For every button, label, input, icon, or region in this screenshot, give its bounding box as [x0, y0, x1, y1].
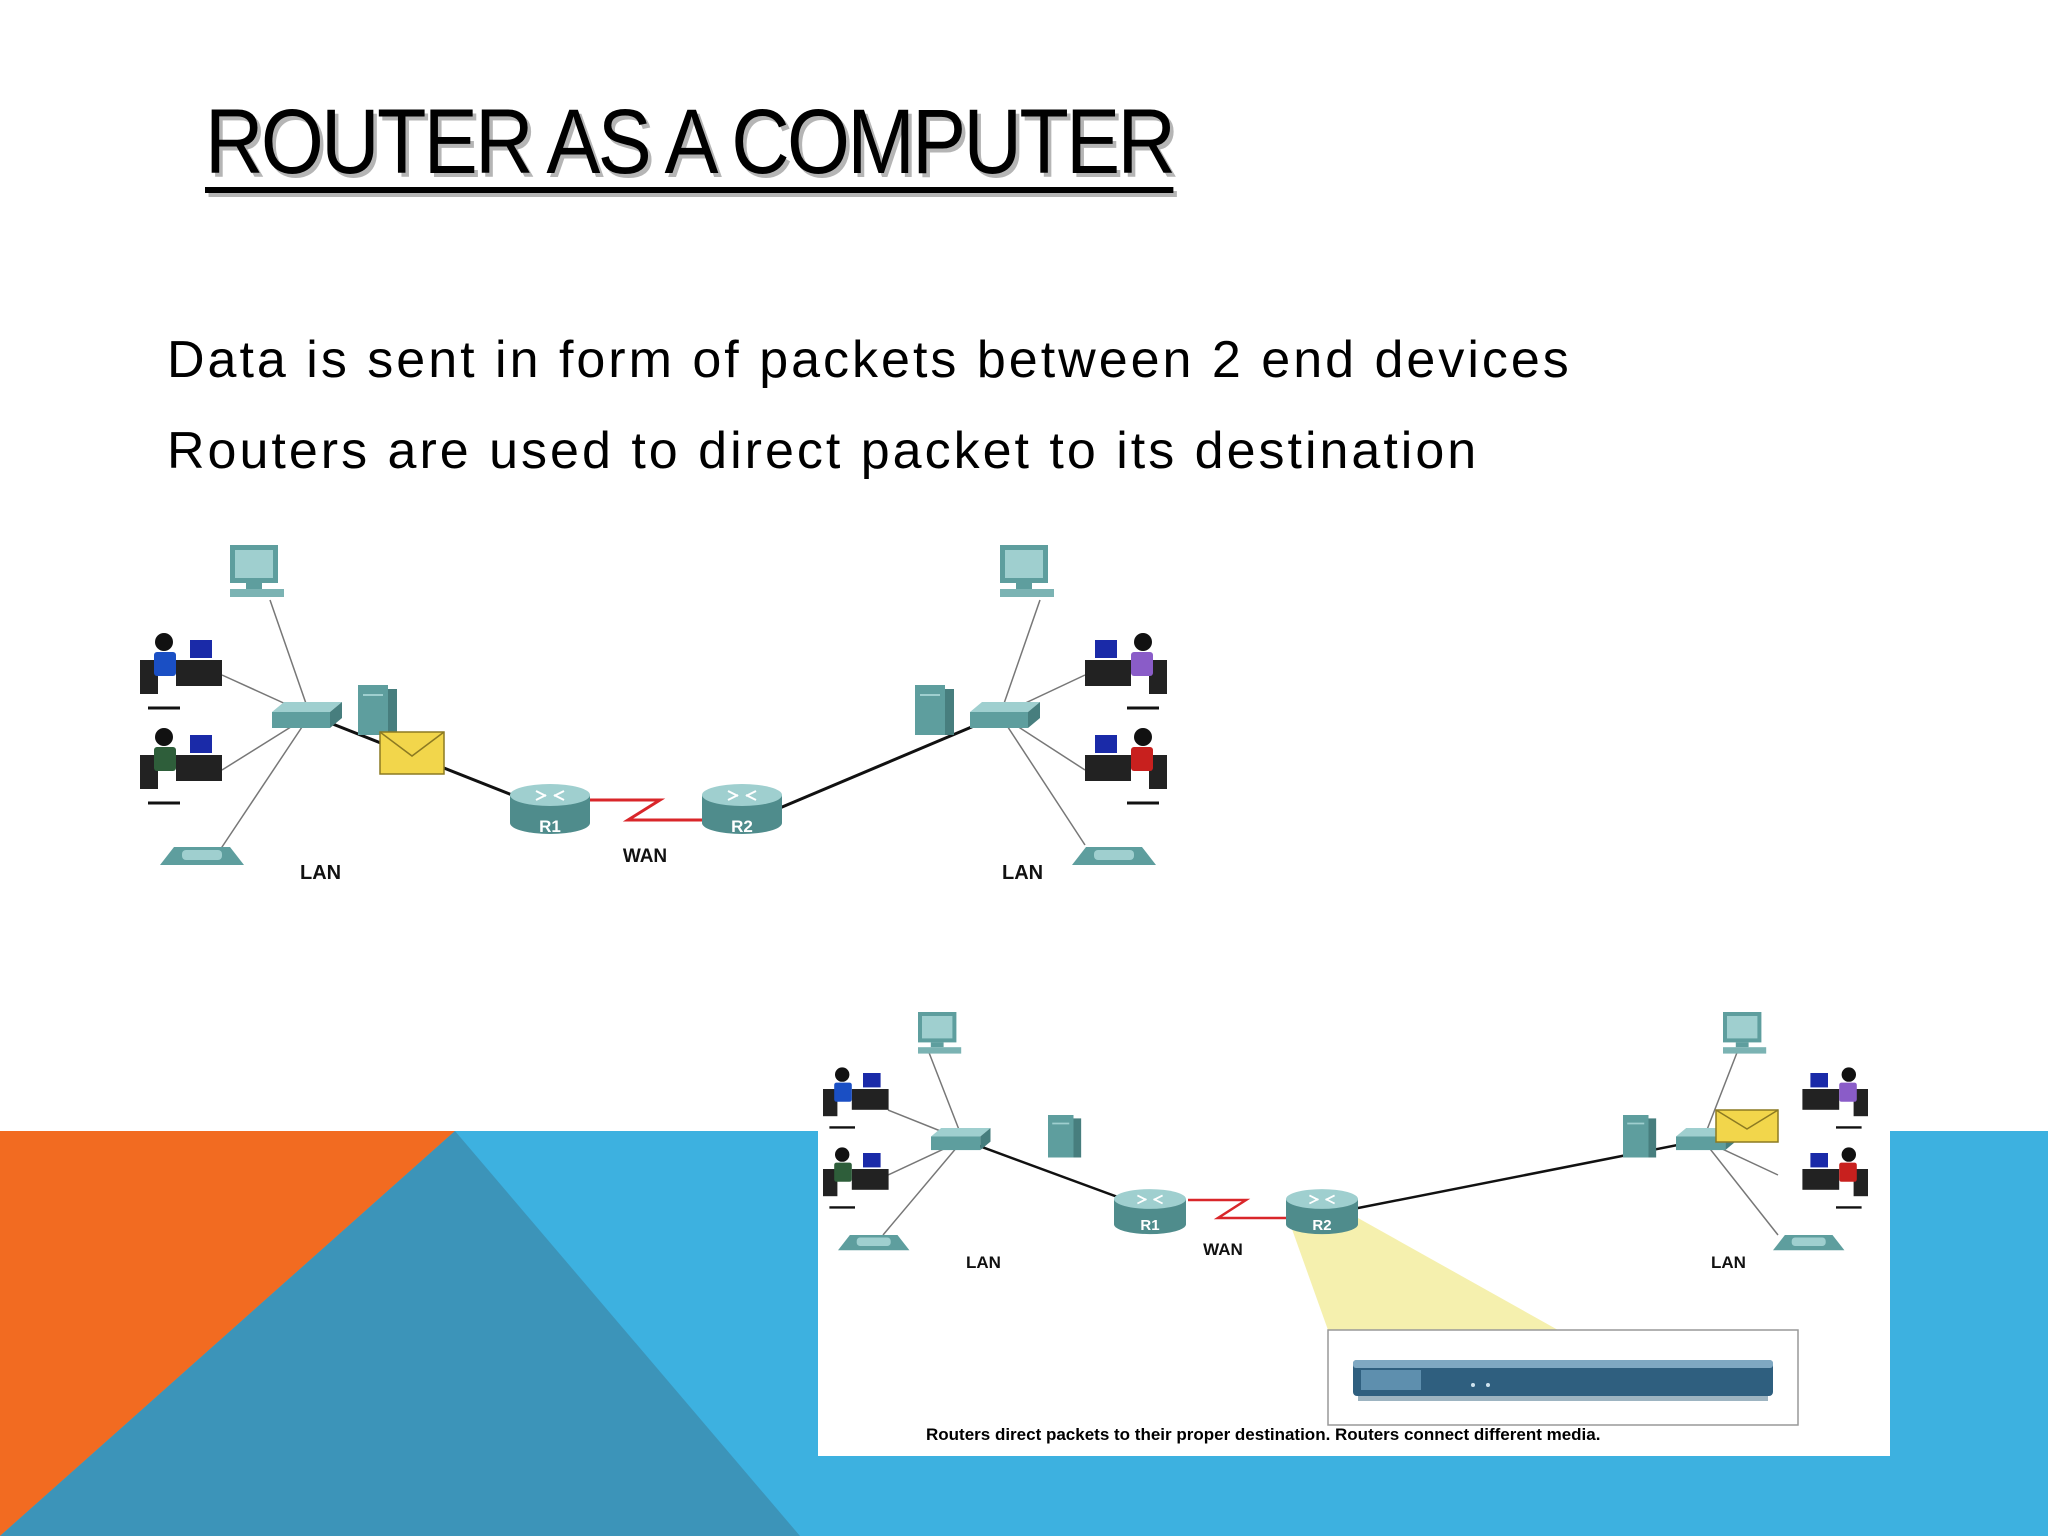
right-lan-label: LAN — [1711, 1253, 1746, 1272]
router-r1-label: R1 — [539, 817, 561, 836]
server-icon — [1048, 1115, 1082, 1158]
wan-link — [1188, 1198, 1286, 1220]
user-workstation-icon — [1085, 633, 1167, 710]
lan-link-right — [774, 713, 1001, 812]
switch-icon — [272, 702, 342, 728]
bottom-left-dark-blue-triangle — [0, 1131, 800, 1536]
network-diagram-bottom: R1 R2 WAN — [818, 1000, 1890, 1456]
ip-phone-icon — [838, 1235, 910, 1251]
monitor-icon — [230, 545, 284, 597]
user-workstation-icon — [140, 633, 222, 710]
user-workstation-icon — [1802, 1067, 1868, 1129]
wan-link — [590, 798, 710, 822]
packet-envelope-icon — [379, 731, 445, 775]
user-workstation-icon — [140, 728, 222, 805]
router-caption: Routers direct packets to their proper d… — [926, 1425, 1600, 1444]
router-hardware-photo — [1327, 1329, 1799, 1426]
network-diagram-top: R1 R2 WAN — [130, 530, 1210, 900]
monitor-icon — [1000, 545, 1054, 597]
router-r2-icon — [1286, 1189, 1358, 1235]
bullet-routers: Routers are used to direct packet to its… — [167, 422, 1480, 480]
router-r1-icon — [510, 784, 590, 834]
switch-icon — [970, 702, 1040, 728]
monitor-icon — [918, 1012, 962, 1054]
router-r1-icon — [1114, 1189, 1186, 1235]
server-icon — [1623, 1115, 1657, 1158]
ip-phone-icon — [1072, 847, 1156, 865]
user-workstation-icon — [1802, 1147, 1868, 1209]
router-r1-label: R1 — [1140, 1217, 1159, 1234]
bullet-packets: Data is sent in form of packets between … — [167, 331, 1572, 389]
packet-envelope-icon — [1715, 1109, 1779, 1143]
user-workstation-icon — [823, 1147, 889, 1209]
server-icon — [915, 685, 954, 735]
wan-label: WAN — [1203, 1240, 1243, 1259]
server-icon — [358, 685, 397, 735]
slide-title: ROUTER AS A COMPUTER — [205, 91, 1176, 193]
monitor-icon — [1723, 1012, 1767, 1054]
ip-phone-icon — [1773, 1235, 1845, 1251]
right-lan-label: LAN — [1002, 862, 1043, 884]
left-lan-label: LAN — [966, 1253, 1001, 1272]
router-r2-label: R2 — [1312, 1217, 1331, 1234]
user-workstation-icon — [1085, 728, 1167, 805]
ip-phone-icon — [160, 847, 244, 865]
switch-icon — [931, 1128, 991, 1151]
user-workstation-icon — [823, 1067, 889, 1129]
connection-lines — [219, 599, 1086, 851]
zoom-highlight-cone — [1288, 1218, 1558, 1330]
router-r2-icon — [702, 784, 782, 834]
router-r2-label: R2 — [731, 817, 753, 836]
left-lan-label: LAN — [300, 862, 341, 884]
wan-label: WAN — [623, 846, 667, 867]
